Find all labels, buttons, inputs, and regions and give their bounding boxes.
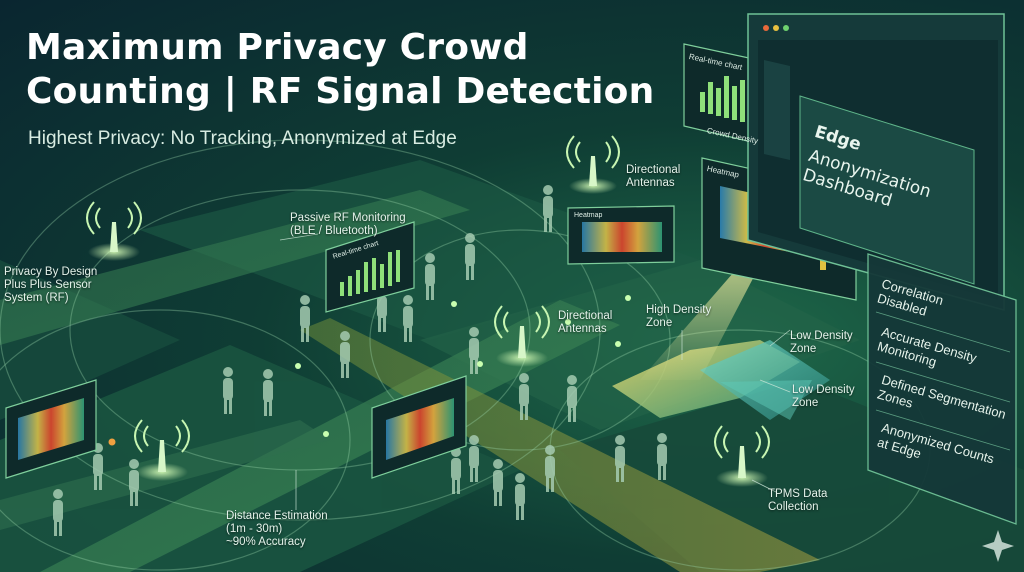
antenna-tower-mid	[494, 305, 550, 367]
page-subtitle: Highest Privacy: No Tracking, Anonymized…	[28, 128, 457, 149]
antenna-tower-lower	[134, 419, 190, 481]
label-tpms: TPMS Data Collection	[768, 488, 828, 513]
leader-lines	[279, 233, 791, 510]
heatmap-screen-left	[5, 379, 97, 479]
label-low-density-zone-2: Low Density Zone	[792, 384, 855, 409]
edge-dashboard-monitor	[747, 13, 1005, 311]
label-high-density-zone: High Density Zone	[646, 304, 712, 329]
label-directional-antennas-top: Directional Antennas	[626, 164, 681, 189]
page-title: Maximum Privacy Crowd Counting | RF Sign…	[26, 27, 655, 112]
antenna-tower-left	[86, 201, 142, 261]
people-silhouettes	[53, 185, 667, 536]
antenna-tower-right	[714, 425, 770, 487]
label-privacy-by-design: Privacy By Design Plus Plus Sensor Syste…	[4, 266, 98, 304]
label-low-density-zone-1: Low Density Zone	[790, 330, 853, 355]
heatmap-screen-top	[567, 205, 675, 265]
heatmap-small-title: Heatmap	[574, 212, 603, 219]
label-directional-antennas-mid: Directional Antennas	[558, 310, 613, 335]
antenna-tower-top	[566, 135, 620, 194]
side-info-panel	[867, 253, 1017, 525]
label-passive-rf: Passive RF Monitoring (BLE / Bluetooth)	[290, 212, 406, 237]
realtime-chart-screen-small	[325, 221, 415, 313]
sparkle-icon	[982, 530, 1014, 562]
density-zones	[612, 265, 830, 420]
heatmap-screen-center	[371, 375, 467, 479]
label-distance-estimation: Distance Estimation (1m - 30m) ~90% Accu…	[226, 510, 328, 548]
